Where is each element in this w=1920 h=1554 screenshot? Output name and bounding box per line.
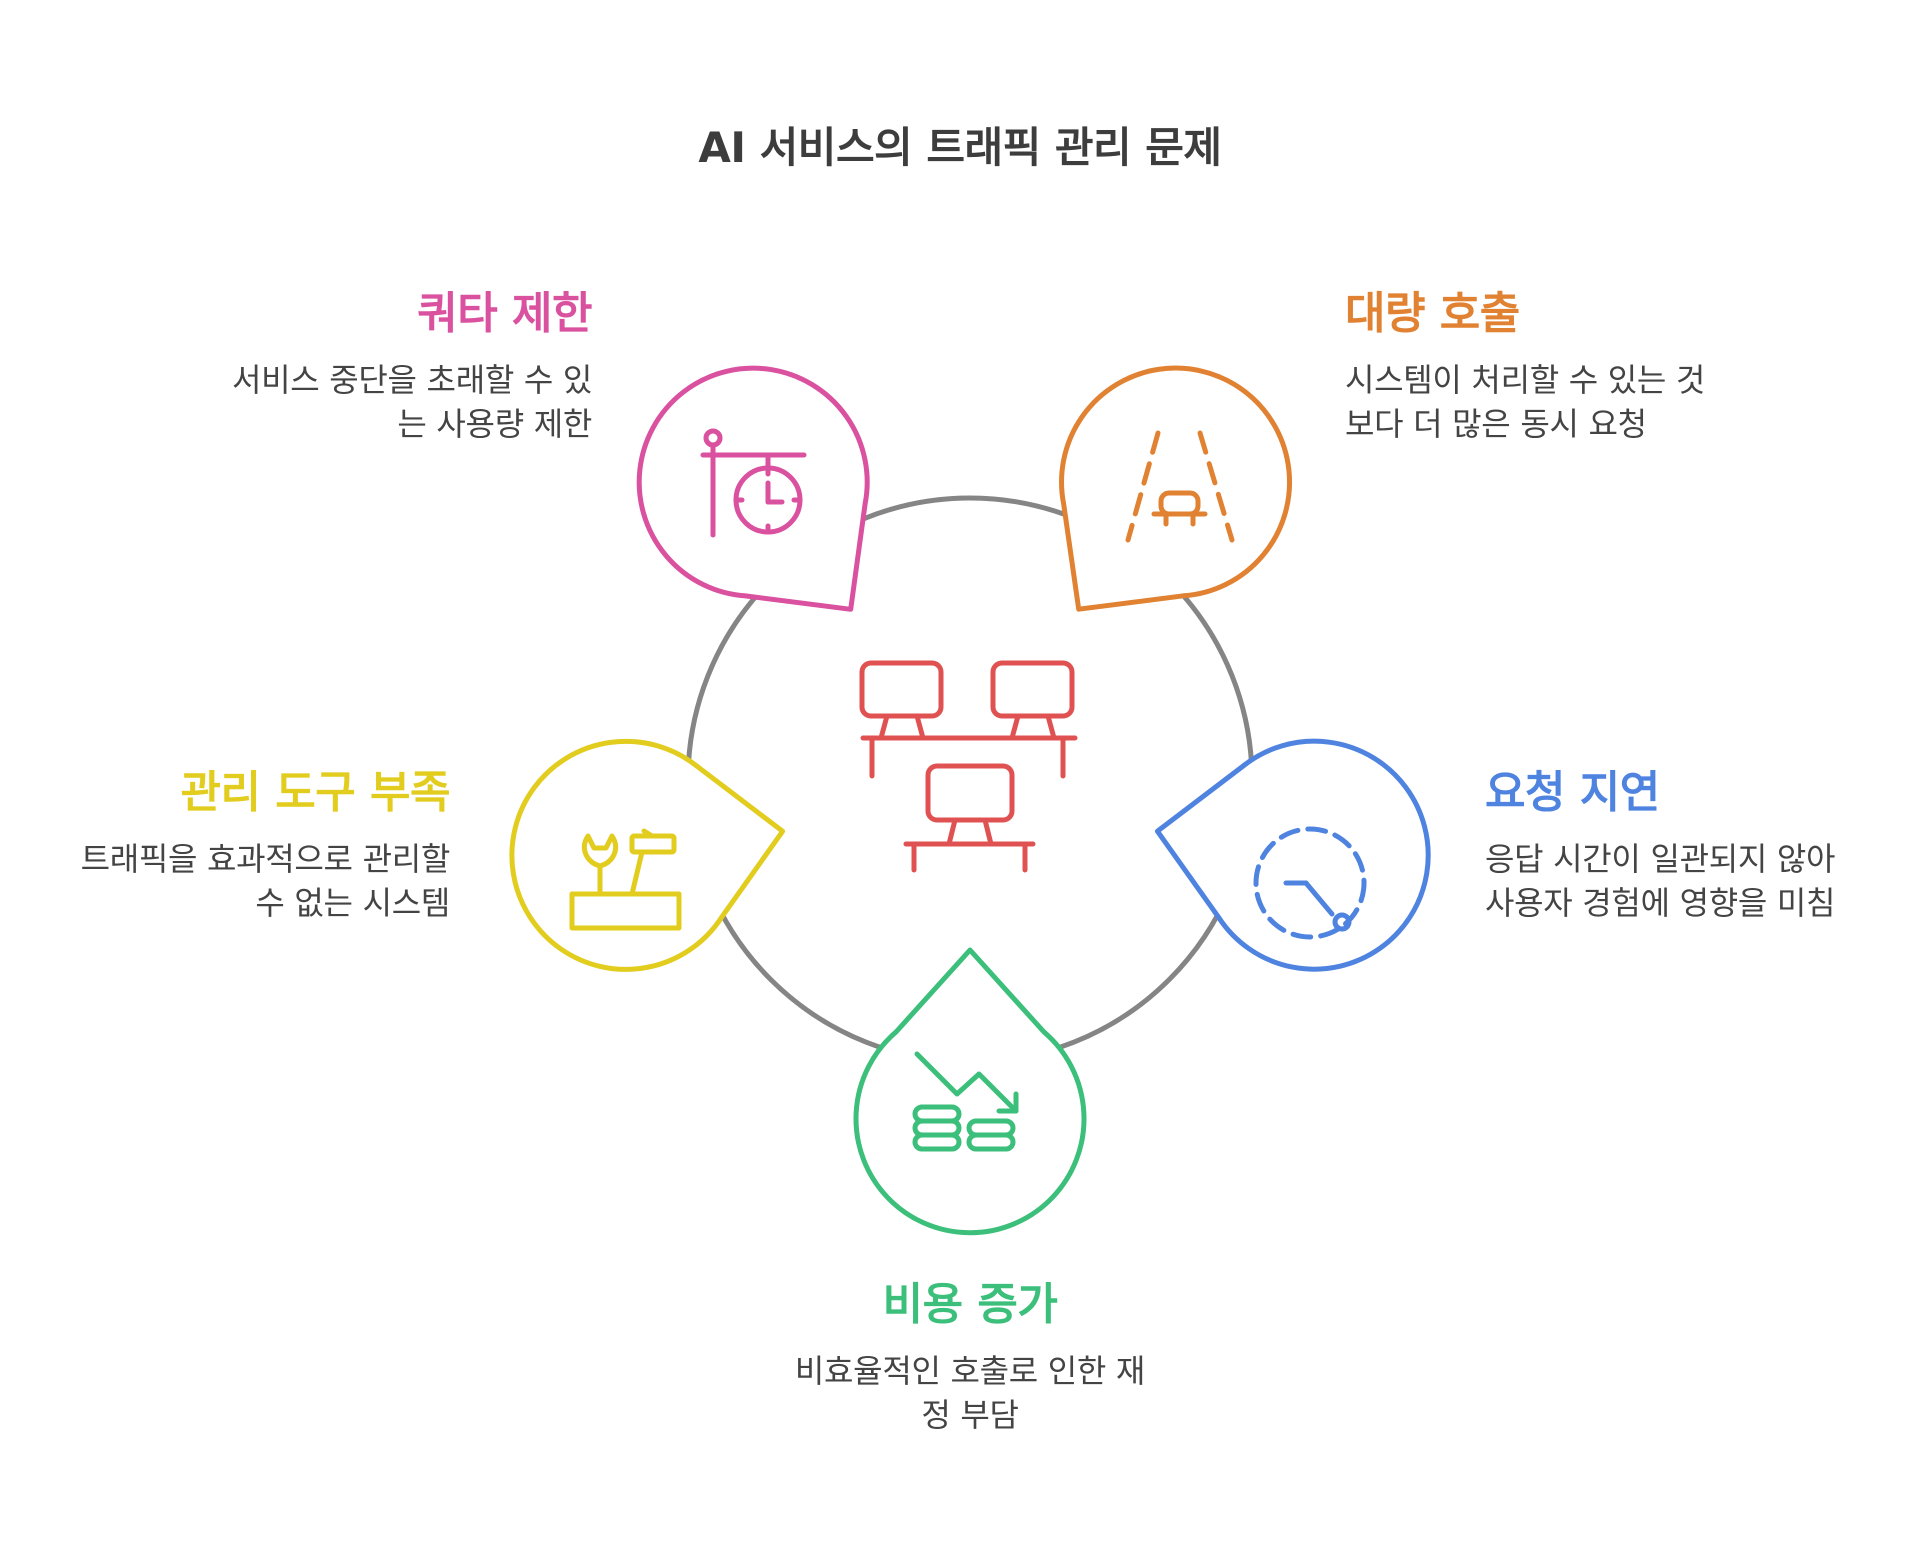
quota-desc-line1: 서비스 중단을 초래할 수 있	[231, 361, 592, 399]
mass-calls-label: 대량 호출	[1345, 288, 1520, 339]
mass-calls-teardrop	[1059, 365, 1293, 612]
tools-description: 트래픽을 효과적으로 관리할 수 없는 시스템	[10, 837, 451, 925]
diagram-title: AI 서비스의 트래픽 관리 문제	[698, 123, 1222, 172]
quota-teardrop	[636, 365, 870, 612]
request-delay-desc-line1: 응답 시간이 일관되지 않아	[1485, 840, 1836, 878]
signpost-clock-icon	[700, 428, 807, 538]
quota-label: 쿼타 제한	[417, 288, 592, 339]
quota-block: 쿼타 제한 서비스 중단을 초래할 수 있 는 사용량 제한	[72, 286, 593, 446]
toolbox-icon	[569, 828, 682, 931]
road-car-icon	[1125, 430, 1235, 543]
cost-increase-desc-line1: 비효율적인 호출로 인한 재	[794, 1352, 1146, 1390]
coins-trend-up-icon	[912, 1051, 1019, 1152]
request-delay-teardrop	[1154, 738, 1431, 972]
mass-calls-desc-line1: 시스템이 처리할 수 있는 것	[1345, 361, 1706, 399]
mass-calls-description: 시스템이 처리할 수 있는 것 보다 더 많은 동시 요청	[1345, 358, 1865, 446]
tools-teardrop	[509, 738, 786, 972]
cost-increase-description: 비효율적인 호출로 인한 재 정 부담	[720, 1349, 1220, 1437]
request-delay-block: 요청 지연 응답 시간이 일관되지 않아 사용자 경험에 영향을 미침	[1485, 765, 1915, 925]
cost-increase-desc-line2: 정 부담	[921, 1396, 1019, 1434]
stopwatch-icon	[1253, 826, 1367, 940]
request-delay-desc-line2: 사용자 경험에 영향을 미침	[1485, 884, 1836, 922]
cost-increase-teardrop	[853, 947, 1087, 1236]
quota-description: 서비스 중단을 초래할 수 있 는 사용량 제한	[72, 358, 592, 446]
request-delay-label: 요청 지연	[1485, 767, 1660, 818]
cost-increase-block: 비용 증가 비효율적인 호출로 인한 재 정 부담	[720, 1277, 1220, 1437]
tools-desc-line1: 트래픽을 효과적으로 관리할	[80, 840, 451, 878]
quota-desc-line2: 는 사용량 제한	[397, 405, 592, 443]
tools-desc-line2: 수 없는 시스템	[255, 884, 450, 922]
request-delay-description: 응답 시간이 일관되지 않아 사용자 경험에 영향을 미침	[1485, 837, 1915, 925]
desktop-network-icon	[859, 660, 1078, 873]
tools-block: 관리 도구 부족 트래픽을 효과적으로 관리할 수 없는 시스템	[10, 765, 451, 925]
tools-label: 관리 도구 부족	[180, 767, 450, 818]
mass-calls-desc-line2: 보다 더 많은 동시 요청	[1345, 405, 1647, 443]
mass-calls-block: 대량 호출 시스템이 처리할 수 있는 것 보다 더 많은 동시 요청	[1345, 286, 1865, 446]
cost-increase-label: 비용 증가	[882, 1279, 1058, 1330]
